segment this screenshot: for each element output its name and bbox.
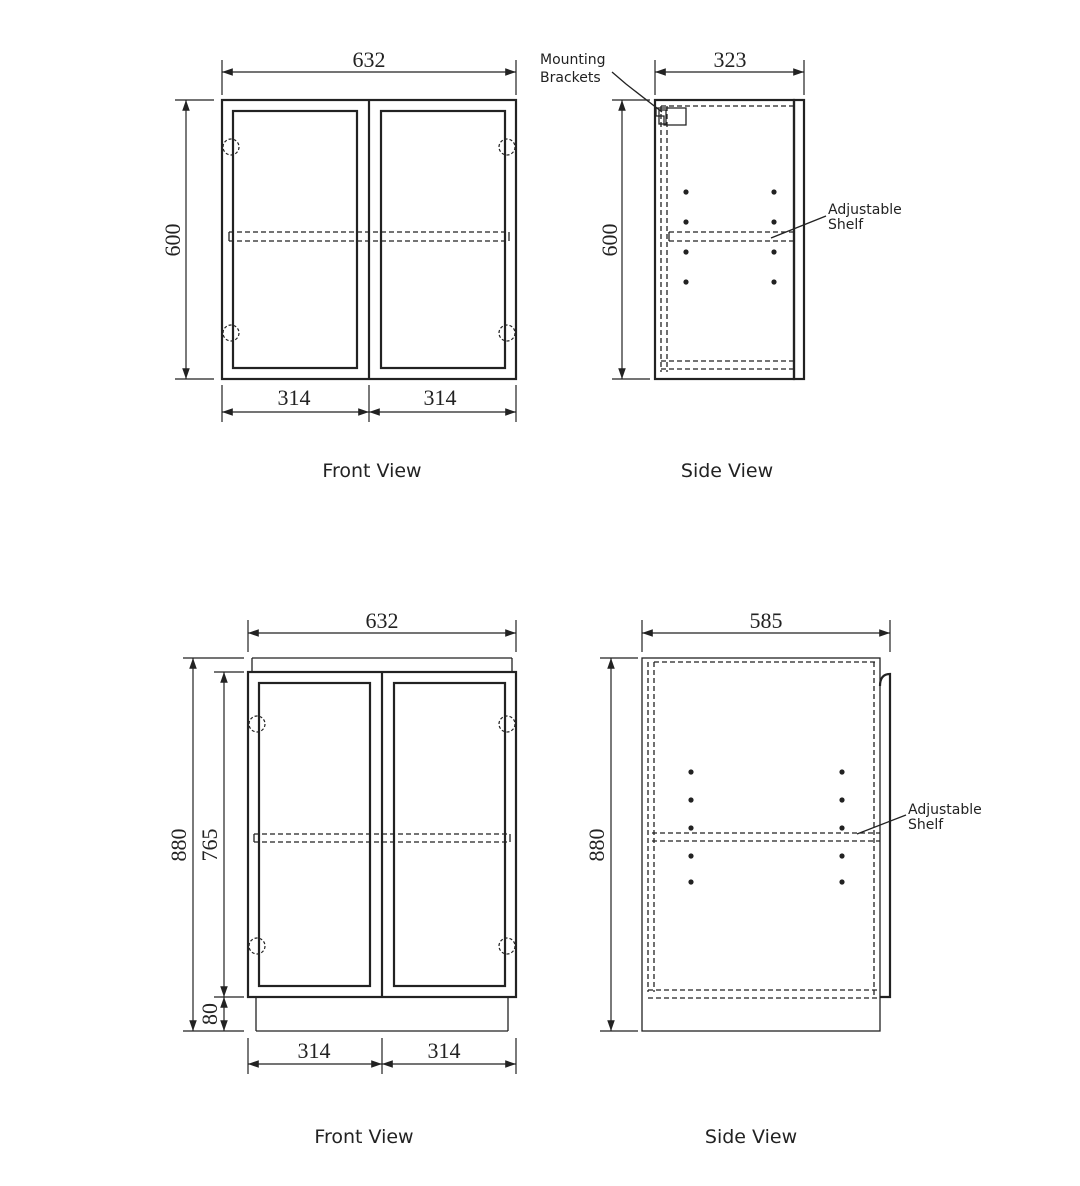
upper-side-door-edge	[792, 98, 806, 381]
shelf-pin-hole	[771, 249, 777, 255]
shelf-pin-hole	[688, 825, 694, 831]
upper-side-height-label: 600	[597, 224, 622, 257]
upper-adjustable-shelf-callout: Adjustable Shelf	[770, 202, 902, 239]
base-total-height-label: 880	[166, 829, 191, 862]
shelf-pin-hole	[688, 797, 694, 803]
upper-right-door-panel	[379, 109, 507, 370]
base-side-door-edge	[878, 672, 892, 999]
shelf-pin-hole	[688, 769, 694, 775]
shelf-pin-hole	[683, 189, 689, 195]
upper-front-height-dimension: 600	[160, 99, 214, 380]
hinge-icon	[498, 324, 516, 342]
upper-front-width-label: 632	[353, 47, 386, 72]
upper-adjustable-shelf-label-line1: Adjustable	[828, 202, 902, 218]
base-side-depth-dimension: 585	[641, 608, 891, 652]
upper-front-height-label: 600	[160, 224, 185, 257]
shelf-pin-hole	[683, 249, 689, 255]
base-side-hidden-lines	[647, 661, 880, 999]
base-front-width-label: 632	[366, 608, 399, 633]
base-side-view-caption: Side View	[705, 1126, 797, 1148]
shelf-pin-hole	[839, 769, 845, 775]
upper-front-door-width-dimensions: 314 314	[221, 385, 517, 422]
base-front-width-dimension: 632	[247, 608, 517, 652]
base-right-door-width-label: 314	[428, 1038, 461, 1063]
base-side-outline	[641, 657, 881, 1032]
hinge-icon	[498, 937, 516, 955]
hinge-icon	[248, 715, 266, 733]
base-front-height-dimensions: 880 765 80	[166, 657, 244, 1032]
upper-front-shelf-hidden	[228, 231, 510, 242]
shelf-pin-hole	[839, 797, 845, 803]
base-adjustable-shelf-callout: Adjustable Shelf	[856, 802, 982, 835]
mounting-brackets-label-line2: Brackets	[540, 70, 601, 86]
upper-front-view-caption: Front View	[322, 460, 421, 482]
hinge-icon	[498, 715, 516, 733]
upper-left-door-width-label: 314	[278, 385, 311, 410]
base-door-height-label: 765	[197, 829, 222, 862]
upper-side-view-caption: Side View	[681, 460, 773, 482]
shelf-pin-hole	[683, 279, 689, 285]
upper-right-door-width-label: 314	[424, 385, 457, 410]
base-side-depth-label: 585	[750, 608, 783, 633]
shelf-pin-hole	[771, 189, 777, 195]
base-side-height-dimension: 880	[584, 657, 638, 1032]
mounting-brackets-label-line1: Mounting	[540, 52, 606, 68]
upper-side-view: 323 600	[540, 47, 902, 482]
base-front-view: 632 880 765 80	[166, 608, 518, 1148]
shelf-pin-hole	[839, 825, 845, 831]
shelf-pin-hole	[839, 853, 845, 859]
base-side-height-label: 880	[584, 829, 609, 862]
upper-side-height-dimension: 600	[597, 99, 650, 380]
upper-side-hidden-lines	[660, 105, 794, 372]
shelf-pin-hole	[683, 219, 689, 225]
upper-side-outline	[653, 98, 796, 381]
shelf-pin-hole	[771, 219, 777, 225]
base-adjustable-shelf-label-line2: Shelf	[908, 817, 944, 833]
shelf-pin-hole	[839, 879, 845, 885]
upper-side-depth-dimension: 323	[654, 47, 805, 95]
hinge-icon	[222, 138, 240, 156]
base-front-view-caption: Front View	[314, 1126, 413, 1148]
shelf-pin-hole	[688, 853, 694, 859]
hinge-icon	[498, 138, 516, 156]
shelf-pin-hole	[771, 279, 777, 285]
upper-left-door-panel	[231, 109, 359, 370]
hinge-icon	[222, 324, 240, 342]
shelf-pin-hole	[688, 879, 694, 885]
base-side-view: 585 880 Adjust	[584, 608, 982, 1148]
upper-front-width-dimension: 632	[221, 47, 517, 95]
mounting-bracket-icon	[655, 107, 687, 126]
upper-side-depth-label: 323	[714, 47, 747, 72]
upper-adjustable-shelf-label-line2: Shelf	[828, 217, 864, 233]
base-kick-height-label: 80	[197, 1003, 222, 1025]
base-front-door-width-dimensions: 314 314	[247, 1038, 517, 1074]
upper-front-view: 632 600 3	[160, 47, 518, 482]
base-adjustable-shelf-label-line1: Adjustable	[908, 802, 982, 818]
base-front-shelf-hidden	[253, 833, 511, 843]
base-left-door-width-label: 314	[298, 1038, 331, 1063]
mounting-brackets-callout: Mounting Brackets	[540, 52, 663, 113]
hinge-icon	[248, 937, 266, 955]
